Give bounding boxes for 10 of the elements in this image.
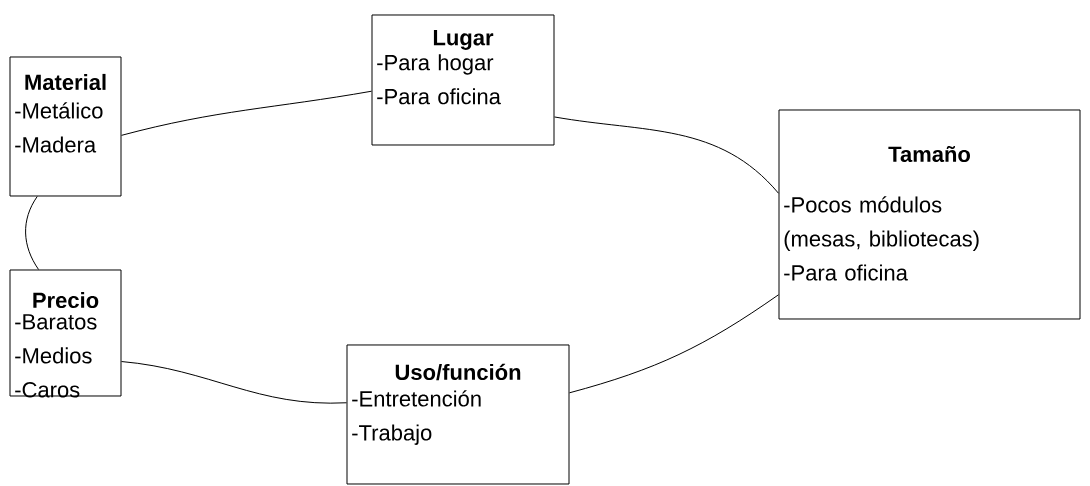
text-box: Tamaño -Pocos módulos (mesas, bibliotecas) -Para oficina [778,109,1081,320]
connector-line [25,196,40,270]
text-box: Material -Metálico -Madera [9,56,122,197]
connector-line [569,294,779,394]
text-box: Precio -Baratos -Medios -Caros [9,269,122,398]
text-box: Lugar -Para hogar -Para oficina [371,14,555,146]
text-box: Uso/función -Entretención -Trabajo [346,344,570,485]
connector-line [554,116,779,194]
connector-line [121,361,347,404]
connector-line [121,90,372,136]
